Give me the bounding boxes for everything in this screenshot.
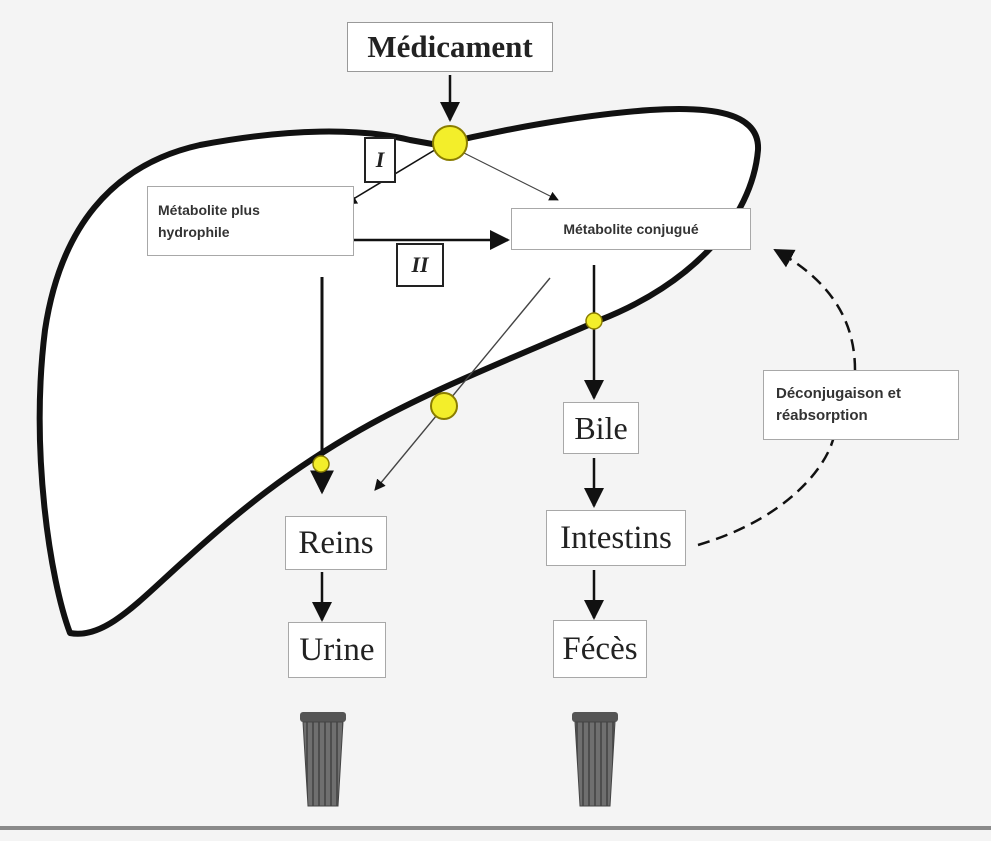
node-bile-exit	[585, 312, 603, 330]
urine-label: Urine	[299, 631, 375, 668]
feces-box: Fécès	[553, 620, 647, 678]
node-liver-bottom	[430, 392, 458, 420]
deconjugation-box: Déconjugaison et réabsorption	[763, 370, 959, 440]
arrow-conjugate-to-kidneys	[374, 277, 551, 491]
bile-box: Bile	[563, 402, 639, 454]
metabolite-conjugated-box: Métabolite conjugué	[511, 208, 751, 250]
bottom-divider	[0, 826, 991, 830]
metabolite-conjugated-label: Métabolite conjugué	[563, 221, 699, 237]
kidneys-box: Reins	[285, 516, 387, 570]
trash-can-icon	[300, 712, 346, 807]
phase-two-box: II	[396, 243, 444, 287]
kidneys-label: Reins	[298, 524, 374, 561]
urine-box: Urine	[288, 622, 386, 678]
drug-box: Médicament	[347, 22, 553, 72]
phase-one-box: I	[364, 137, 396, 183]
drug-label: Médicament	[367, 29, 533, 64]
trash-can-icon	[572, 712, 618, 807]
metabolite-hydrophilic-box: Métabolite plus hydrophile	[147, 186, 354, 256]
intestines-box: Intestins	[546, 510, 686, 566]
deconjugation-label: Déconjugaison et réabsorption	[776, 385, 902, 424]
bile-label: Bile	[574, 409, 628, 446]
feces-label: Fécès	[562, 630, 638, 667]
intestines-label: Intestins	[560, 519, 672, 556]
node-drug-entry	[432, 125, 468, 161]
arrow-drug-to-conjugate	[461, 151, 559, 201]
phase-one-label: I	[375, 147, 385, 172]
metabolite-hydrophilic-label: Métabolite plus hydrophile	[158, 202, 260, 240]
node-kidney-exit	[312, 455, 330, 473]
phase-two-label: II	[411, 252, 429, 277]
